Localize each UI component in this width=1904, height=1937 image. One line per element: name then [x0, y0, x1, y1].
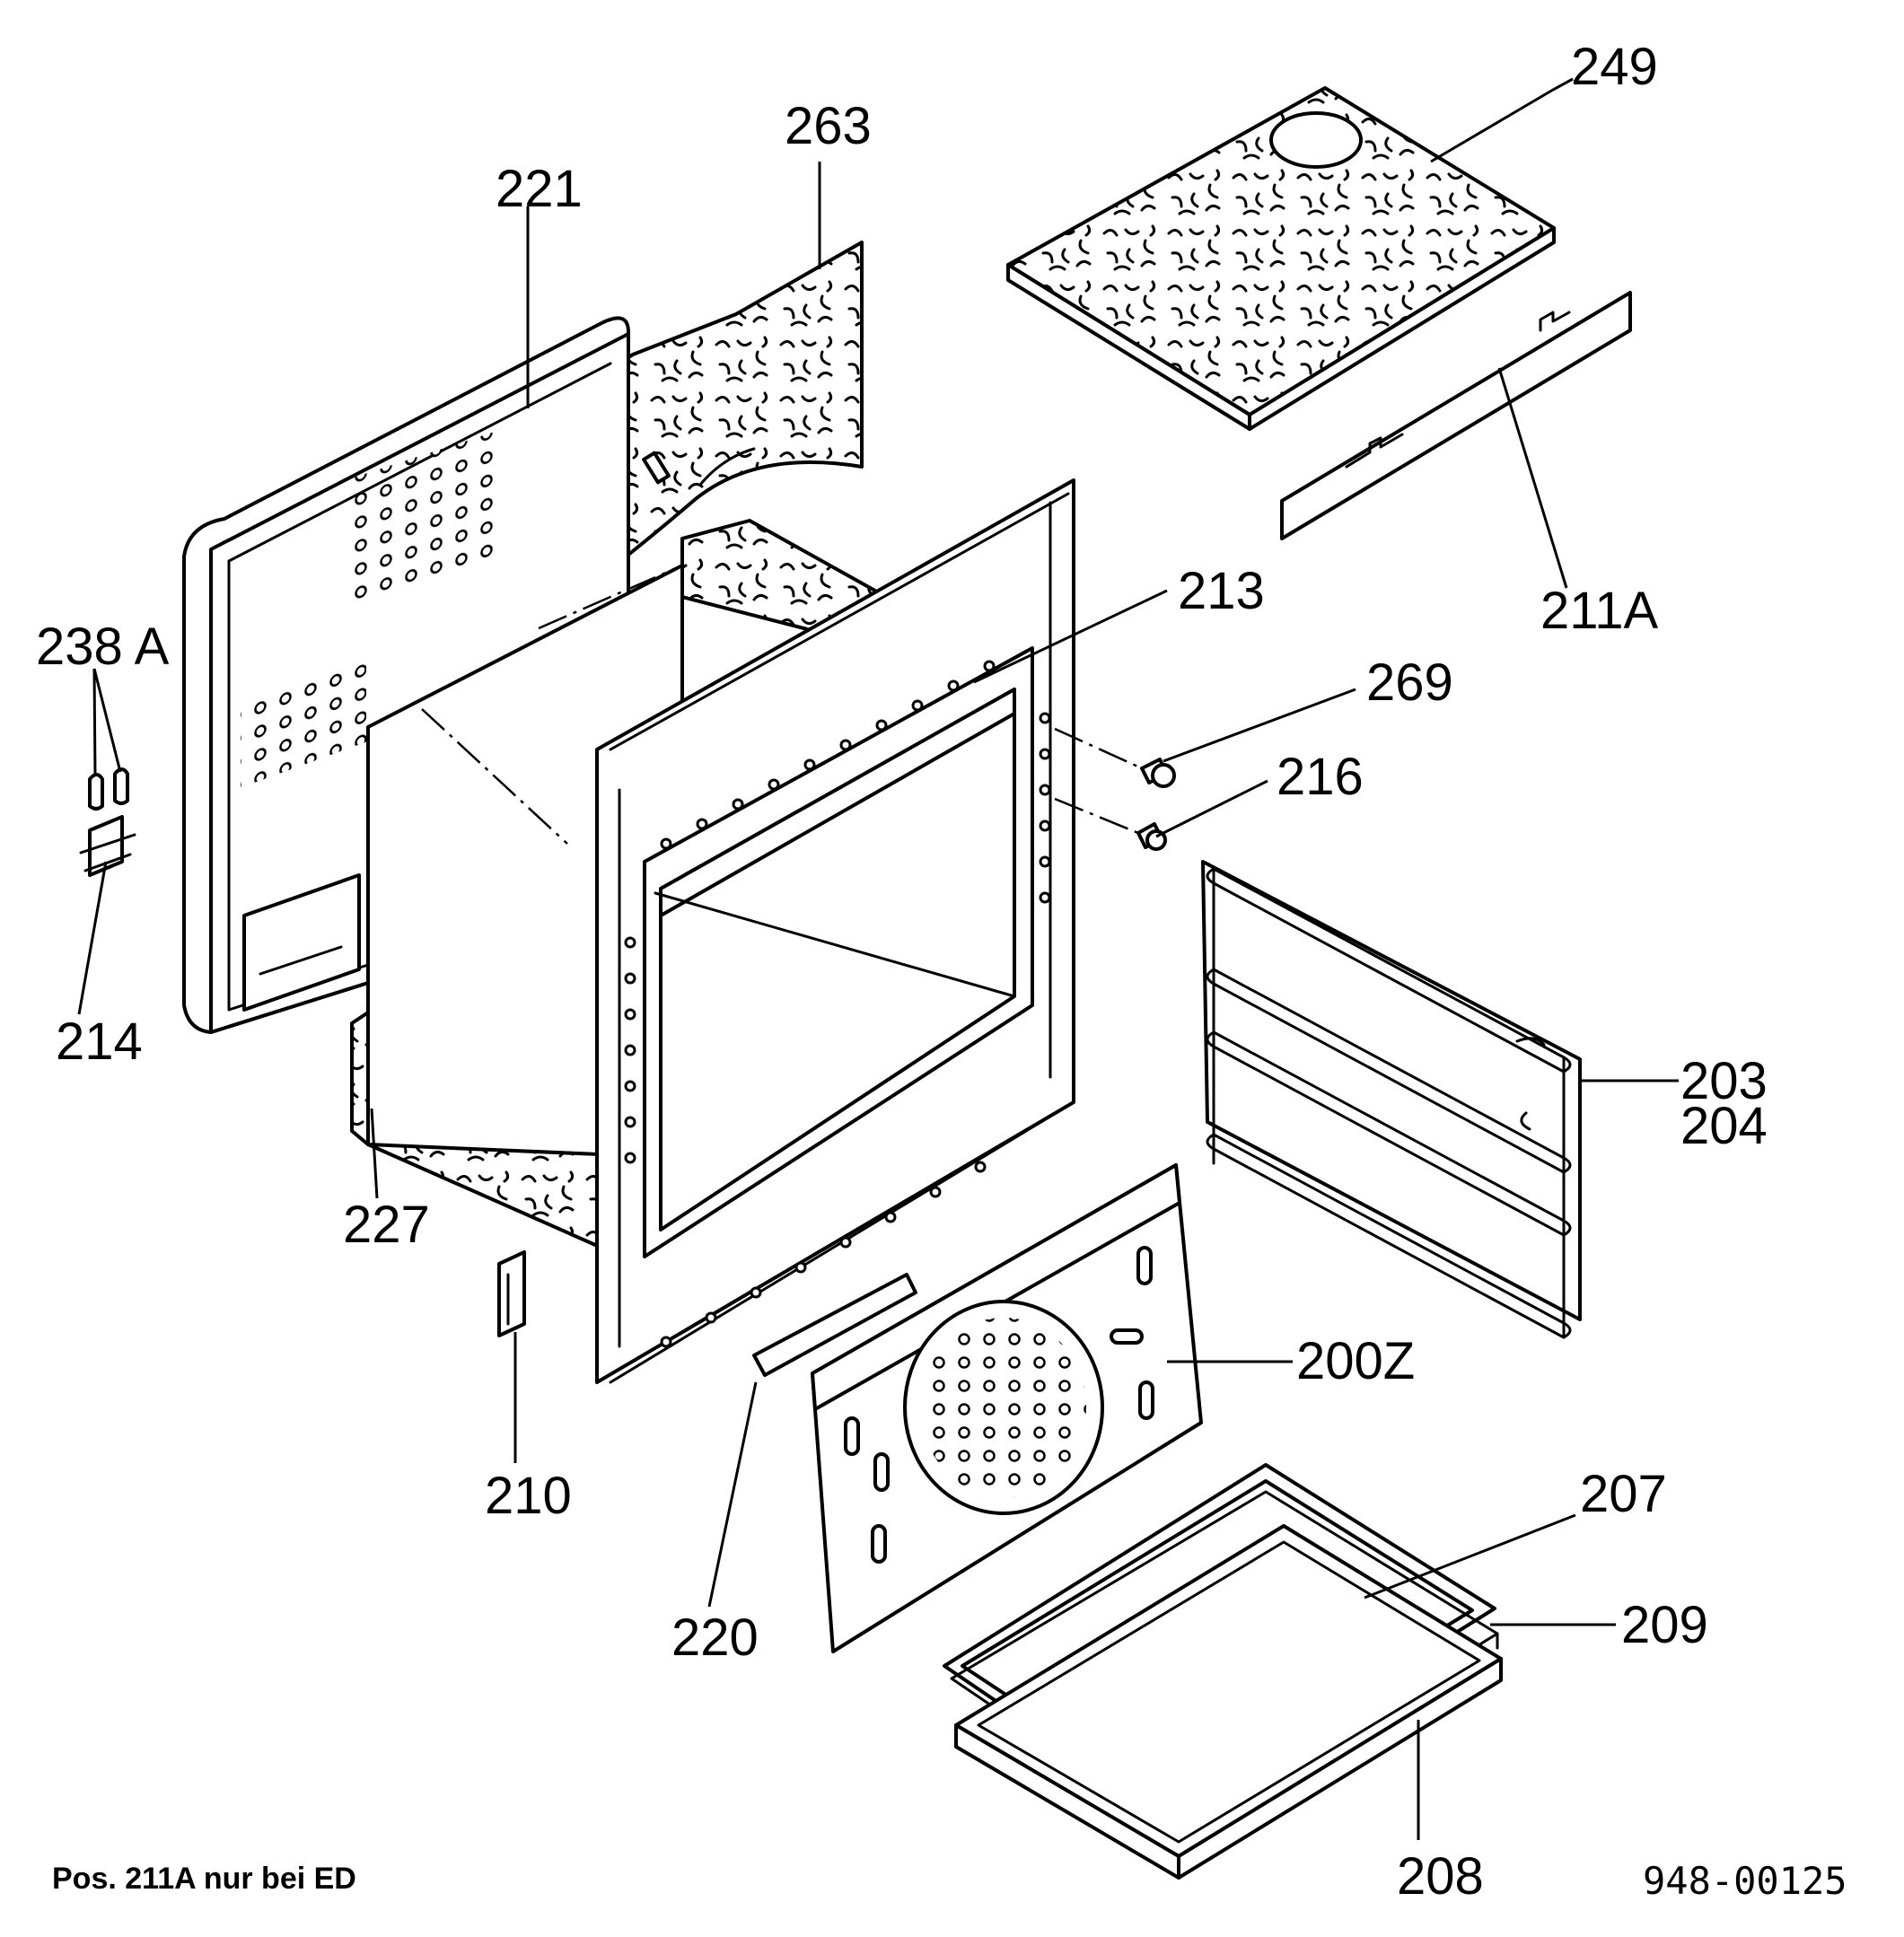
callout-200z: 200Z [1296, 1332, 1415, 1390]
callout-labels: 249 263 221 211A 213 238 A 269 216 214 2… [36, 38, 1768, 1906]
part-213-front-frame [595, 478, 1075, 1384]
part-269-screw [1140, 758, 1176, 788]
part-211a-rail [1280, 291, 1632, 540]
callout-216: 216 [1277, 748, 1364, 806]
drawing-number: 948-00125 [1643, 1859, 1847, 1903]
leader-lines [77, 77, 1679, 1840]
part-210-bracket [497, 1250, 526, 1337]
footnote: Pos. 211A nur bei ED [52, 1862, 356, 1896]
callout-211a: 211A [1540, 582, 1658, 640]
part-214-hinge [79, 815, 136, 877]
callout-269: 269 [1366, 653, 1453, 712]
callout-210: 210 [485, 1467, 572, 1525]
callout-221: 221 [496, 160, 583, 218]
callout-204: 204 [1680, 1097, 1768, 1155]
part-216-screw [1136, 822, 1167, 851]
part-200z-rear-panel [811, 1163, 1203, 1653]
part-203-204-shelf-rails [1201, 860, 1582, 1339]
callout-207: 207 [1580, 1465, 1667, 1523]
callout-227: 227 [343, 1196, 430, 1254]
callout-249: 249 [1571, 38, 1658, 96]
callout-213: 213 [1178, 562, 1265, 620]
callout-263: 263 [785, 97, 872, 155]
callout-209: 209 [1621, 1596, 1708, 1654]
callout-203: 203 [1680, 1052, 1768, 1110]
part-249-top-insulation-board [1006, 86, 1556, 431]
assembly-center-lines [366, 564, 1143, 1005]
callout-220: 220 [671, 1608, 759, 1667]
callout-238a: 238 A [36, 618, 170, 676]
part-208-deep-pan [954, 1524, 1503, 1880]
part-220-strip [752, 1273, 917, 1377]
callout-208: 208 [1397, 1847, 1484, 1906]
callout-214: 214 [56, 1012, 143, 1071]
